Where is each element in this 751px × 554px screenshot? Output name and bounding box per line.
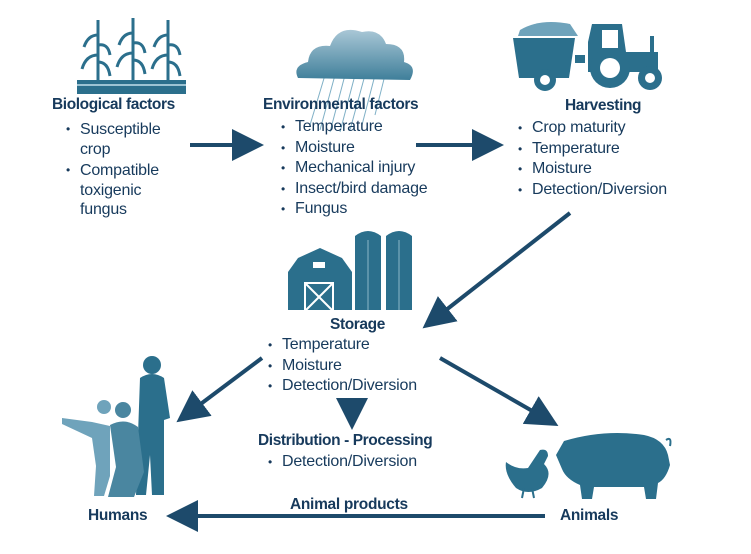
list-item: Insect/bird damage — [281, 179, 428, 200]
soil-icon — [77, 80, 186, 94]
harvesting-title: Harvesting — [565, 97, 642, 114]
list-item: Compatible toxigenic fungus — [66, 161, 180, 220]
harvesting-list: Crop maturity Temperature Moisture Detec… — [518, 118, 667, 200]
list-item: Temperature — [518, 139, 667, 160]
list-item: Detection/Diversion — [268, 452, 417, 473]
pig-icon — [556, 433, 672, 499]
corn-plants-icon — [80, 18, 182, 82]
humans-silhouette-icon — [62, 356, 170, 497]
list-item: Crop maturity — [518, 118, 667, 139]
biological-factors-title: Biological factors — [52, 96, 175, 113]
humans-label: Humans — [88, 507, 148, 524]
storage-title: Storage — [330, 316, 385, 333]
animal-products-label: Animal products — [290, 496, 408, 513]
list-item: Temperature — [268, 335, 417, 356]
storage-list: Temperature Moisture Detection/Diversion — [268, 335, 417, 397]
list-item: Moisture — [281, 138, 427, 159]
chicken-icon — [505, 449, 549, 499]
list-item: Fungus — [281, 199, 427, 220]
environmental-factors-title: Environmental factors — [263, 96, 419, 113]
list-item: Detection/Diversion — [268, 376, 417, 397]
list-item: Mechanical injury — [281, 158, 427, 179]
biological-factors-list: Susceptible crop Compatible toxigenic fu… — [66, 120, 186, 220]
arrow-storage-to-animals — [439, 356, 559, 426]
list-item: Moisture — [518, 159, 667, 180]
distribution-processing-title: Distribution - Processing — [258, 432, 433, 449]
list-item: Detection/Diversion — [518, 180, 667, 201]
environmental-factors-list: Temperature Moisture Mechanical injury I… — [281, 117, 428, 220]
barn-silo-icon — [288, 231, 412, 311]
distribution-list: Detection/Diversion — [268, 452, 417, 473]
list-item: Moisture — [268, 356, 417, 377]
arrow-storage-to-humans — [176, 356, 264, 423]
flow-arrows — [166, 129, 572, 532]
list-item: Susceptible crop — [66, 120, 180, 159]
animals-label: Animals — [560, 507, 619, 524]
arrow-harvest-to-storage — [422, 211, 572, 329]
tractor-icon — [513, 22, 662, 91]
list-item: Temperature — [281, 117, 427, 138]
